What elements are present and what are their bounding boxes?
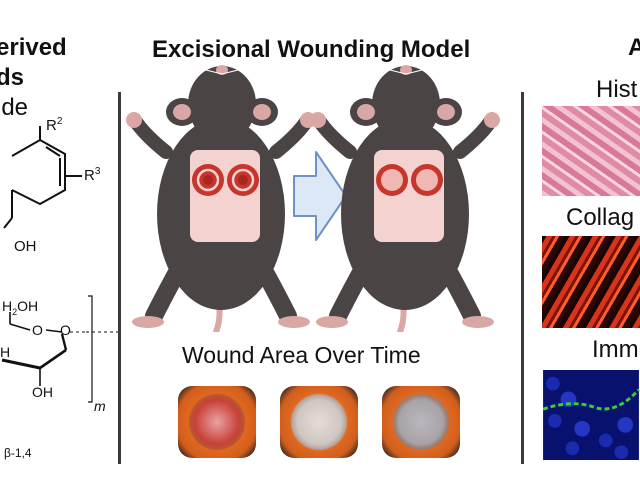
- immuno-label: Imm: [592, 336, 639, 363]
- wound-photo-day0: [178, 386, 256, 458]
- h-left-label: H: [0, 344, 11, 360]
- wound-photo-late: [382, 386, 460, 458]
- panel-divider-left: [118, 92, 121, 464]
- link-oxygen-label: O: [60, 322, 71, 338]
- histology-image: [542, 106, 640, 196]
- wound-area-label: Wound Area Over Time: [182, 342, 421, 368]
- polysaccharide-structure: [1, 295, 118, 403]
- mouse-after: [310, 65, 500, 332]
- r2-label: R2: [46, 116, 63, 134]
- oh-top-label: OH: [14, 238, 37, 255]
- left-title-line1: erived: [0, 34, 67, 61]
- left-subtitle: ide: [0, 94, 29, 121]
- center-title: Excisional Wounding Model: [152, 36, 471, 63]
- oh-bottom-label: OH: [32, 384, 53, 400]
- wound-photo-mid: [280, 386, 358, 458]
- m-subscript: m: [94, 398, 106, 414]
- right-title-fragment: A: [628, 34, 640, 61]
- ring-oxygen-label: O: [32, 322, 43, 338]
- ch2oh-label: H2OH: [2, 298, 39, 317]
- collagen-label: Collag: [566, 204, 635, 231]
- r3-label: R3: [84, 166, 101, 184]
- phenolic-structure: [3, 126, 82, 229]
- collagen-image: [542, 236, 640, 328]
- panel-divider-right: [521, 92, 524, 464]
- left-title-line2: ds: [0, 64, 25, 91]
- immuno-image: [542, 370, 640, 460]
- histology-label: Hist: [596, 76, 638, 103]
- linkage-label: β-1,4: [4, 446, 32, 460]
- progression-arrow: [293, 151, 347, 241]
